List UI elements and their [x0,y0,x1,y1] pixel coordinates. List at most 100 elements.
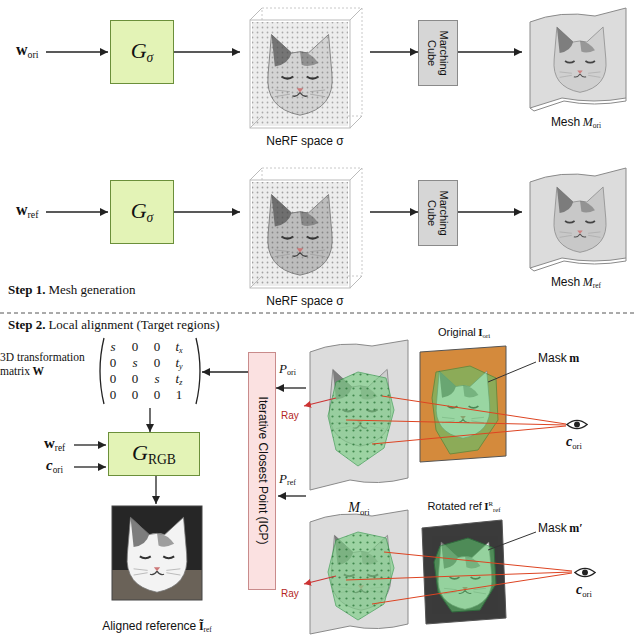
input-arrows [46,51,108,52]
node-text: G [131,198,147,223]
node-text: ref [593,281,601,290]
node-text: M [583,275,593,289]
leader-line [488,532,536,550]
label-text: c [46,457,53,473]
ray-lines [346,396,566,444]
matrix-entry: 0 [154,339,161,354]
nerf-volume: NeRF space σ [240,160,370,310]
matrix-brackets [196,338,200,404]
label-text: Mask [538,521,567,535]
matrix-brackets [100,338,104,404]
text-label: cori [576,582,592,599]
input-arrows [74,466,106,467]
label-text: ori [53,465,63,475]
label-text: ref [287,478,296,487]
node-text: Rotated ref [427,500,481,512]
node-text: ori [360,507,370,517]
matrix-cell: 0 [146,387,168,403]
matrix-cell: 0 [124,339,146,355]
camera-eye [575,568,595,576]
matrix-cell: 0 [102,355,124,371]
text-label: Maskm [538,352,579,366]
label-text: c [566,434,572,449]
icp-box: Iterative Closest Point (ICP) [248,352,276,590]
aligned-image-art [112,506,202,600]
mesh-art [530,168,626,268]
label-text: ori [28,49,39,60]
mesh-art [304,576,336,584]
transform-matrix: 3D transformation matrixWs00tx0s0ty00stz… [0,336,202,408]
mesh-art [530,8,626,111]
matrix-entry: 1 [176,387,183,402]
matrix-cell: 0 [146,355,168,371]
matrix-cell: 0 [124,371,146,387]
text-line: Rotated refIRref [427,500,500,514]
matrix-grid: s00tx0s0ty00stz0001 [102,339,190,403]
node-text: M [348,500,360,515]
photo-art [432,366,498,454]
arrow-connector [370,51,418,52]
aligned-image-art [112,506,202,600]
matrix-cell: tx [168,339,190,355]
photo-art [418,518,510,628]
node-text: NeRF space σ [266,294,343,308]
input-arrows [278,495,306,496]
label-text: ori [572,441,582,451]
nerf-volume-art [250,180,350,288]
text-label: Ray [280,588,300,600]
node-text: σ [147,210,154,225]
matrix-symbol: W [33,365,45,377]
matrix-cell: s [102,339,124,355]
text-line: Gσ [131,198,154,226]
label-text: P [279,471,287,486]
matrix-cell: s [124,355,146,371]
matrix-cell: 0 [102,371,124,387]
ray-lines [346,552,572,604]
mesh-art [328,532,394,620]
arrow-connector [276,387,306,388]
matrix-entry: 0 [154,355,161,370]
label-text: Ray [281,410,299,421]
label-text: c [576,582,582,597]
matrix-entry: 0 [132,339,139,354]
node-text: R [489,500,494,507]
node-text: G [131,38,147,63]
arrow-connector [149,408,150,432]
marching-cube-box: Marching Cube [418,180,458,246]
text-label: Ray [280,410,300,422]
matrix-entry: t [175,355,179,370]
text-label: wref [16,201,39,220]
matrix-entry: 0 [110,387,117,402]
node-text: RGB [148,452,176,467]
matrix-cell: 0 [102,387,124,403]
generator-box: GRGB [108,432,200,476]
node-text: M [583,115,593,129]
matrix-cell: s [146,371,168,387]
label-text: Step 1. [8,282,46,297]
label-text: ref [55,443,65,453]
matrix-entry: 0 [110,371,117,386]
matrix-entry: x [179,346,183,355]
text-label: Step 2.Local alignment (Target regions) [8,318,219,333]
text-line: MeshMori [551,116,601,131]
matrix-entry: s [110,339,115,354]
node-text: Marching Cube [426,30,450,75]
text-label: wori [16,41,39,60]
node-text: ori [593,121,601,130]
arrow-connector [458,51,522,52]
arrow-connector [370,211,418,212]
mesh-art [310,340,408,490]
node-text: ori [483,332,491,339]
mesh-art [304,510,408,634]
arrow-connector [458,211,522,212]
node-text: ref [493,506,501,513]
text-line: Marching Cube [426,184,450,242]
aligned-image-art [112,506,202,600]
matrix-entry: 0 [132,371,139,386]
nerf-volume-art [250,168,362,288]
matrix-brackets [100,338,200,404]
camera-eye [567,420,587,428]
photo-art [418,518,510,628]
nerf-volume-art [252,182,348,286]
